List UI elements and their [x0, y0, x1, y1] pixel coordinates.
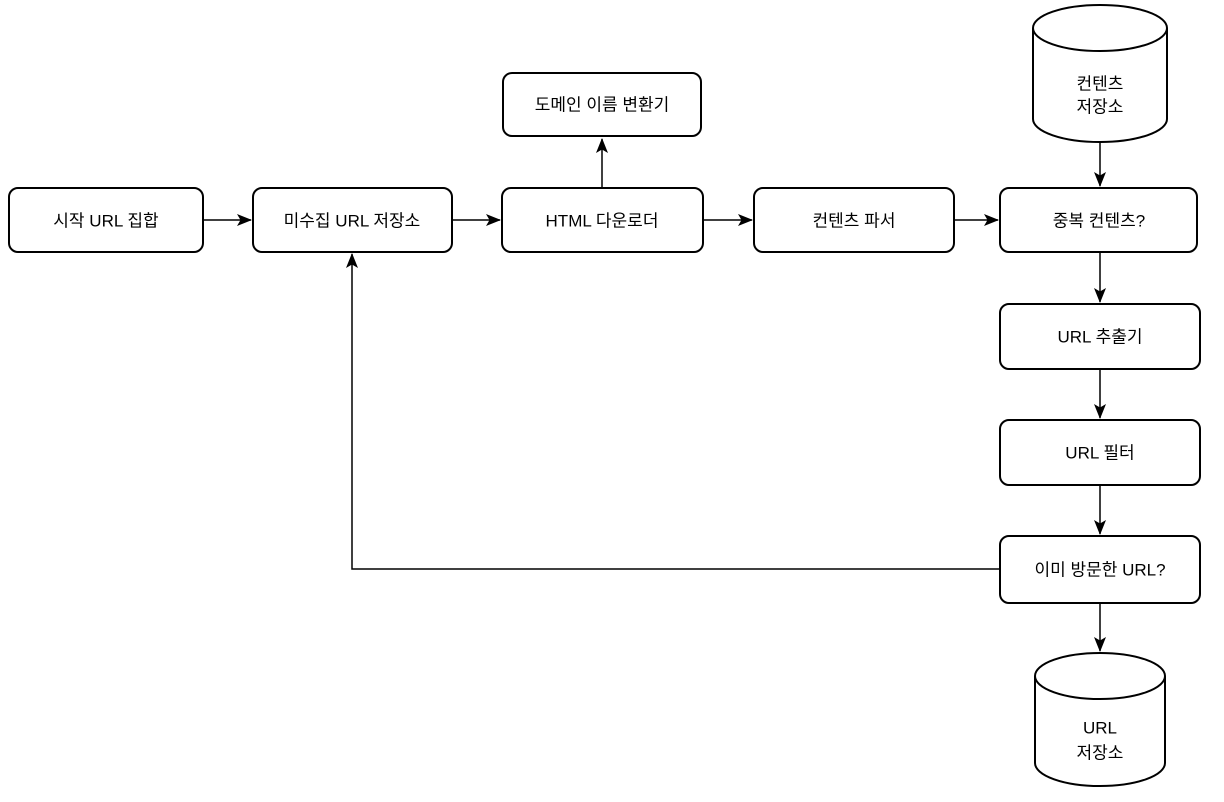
content-storage-cylinder-top: [1032, 4, 1168, 52]
visited-url-label: 이미 방문한 URL?: [1034, 561, 1165, 580]
content-storage-label-line2: 저장소: [1077, 98, 1124, 117]
content-parser-label: 컨텐츠 파서: [813, 212, 896, 231]
node-content-storage: 컨텐츠 저장소: [1032, 4, 1168, 143]
url-storage-cylinder-top: [1034, 652, 1166, 700]
visited-url-box: [999, 535, 1201, 604]
html-downloader-label: HTML 다운로더: [546, 212, 659, 231]
seed-urls-label: 시작 URL 집합: [53, 212, 159, 231]
duplicate-content-label: 중복 컨텐츠?: [1053, 212, 1145, 231]
url-storage-label-line2: 저장소: [1077, 744, 1124, 763]
edges-layer: [203, 138, 1106, 652]
edge-visited-url-to-url-frontier: [346, 253, 1000, 570]
seed-urls-box: [8, 187, 204, 253]
content-storage-label-line1: 컨텐츠: [1077, 75, 1124, 94]
content-parser-box: [753, 187, 955, 253]
node-url-storage: URL 저장소: [1034, 652, 1166, 787]
node-url-filter: URL 필터: [999, 419, 1201, 486]
url-storage-label-line1: URL: [1083, 719, 1117, 738]
nodes-layer: 시작 URL 집합 미수집 URL 저장소 도메인 이름 변환기 HTML 다운…: [8, 4, 1201, 787]
node-content-parser: 컨텐츠 파서: [753, 187, 955, 253]
url-storage-cylinder-body: [1034, 676, 1166, 787]
url-filter-box: [999, 419, 1201, 486]
dns-resolver-box: [502, 72, 702, 137]
url-frontier-box: [252, 187, 453, 253]
html-downloader-box: [501, 187, 704, 253]
url-extractor-box: [999, 303, 1201, 370]
content-storage-cylinder-body: [1032, 28, 1168, 143]
duplicate-content-box: [999, 187, 1198, 253]
url-extractor-label: URL 추출기: [1057, 328, 1142, 347]
node-seed-urls: 시작 URL 집합: [8, 187, 204, 253]
node-visited-url: 이미 방문한 URL?: [999, 535, 1201, 604]
url-frontier-label: 미수집 URL 저장소: [284, 212, 421, 231]
node-url-extractor: URL 추출기: [999, 303, 1201, 370]
node-dns-resolver: 도메인 이름 변환기: [502, 72, 702, 137]
node-url-frontier: 미수집 URL 저장소: [252, 187, 453, 253]
url-filter-label: URL 필터: [1065, 444, 1134, 463]
node-html-downloader: HTML 다운로더: [501, 187, 704, 253]
node-duplicate-content: 중복 컨텐츠?: [999, 187, 1198, 253]
dns-resolver-label: 도메인 이름 변환기: [535, 96, 670, 115]
